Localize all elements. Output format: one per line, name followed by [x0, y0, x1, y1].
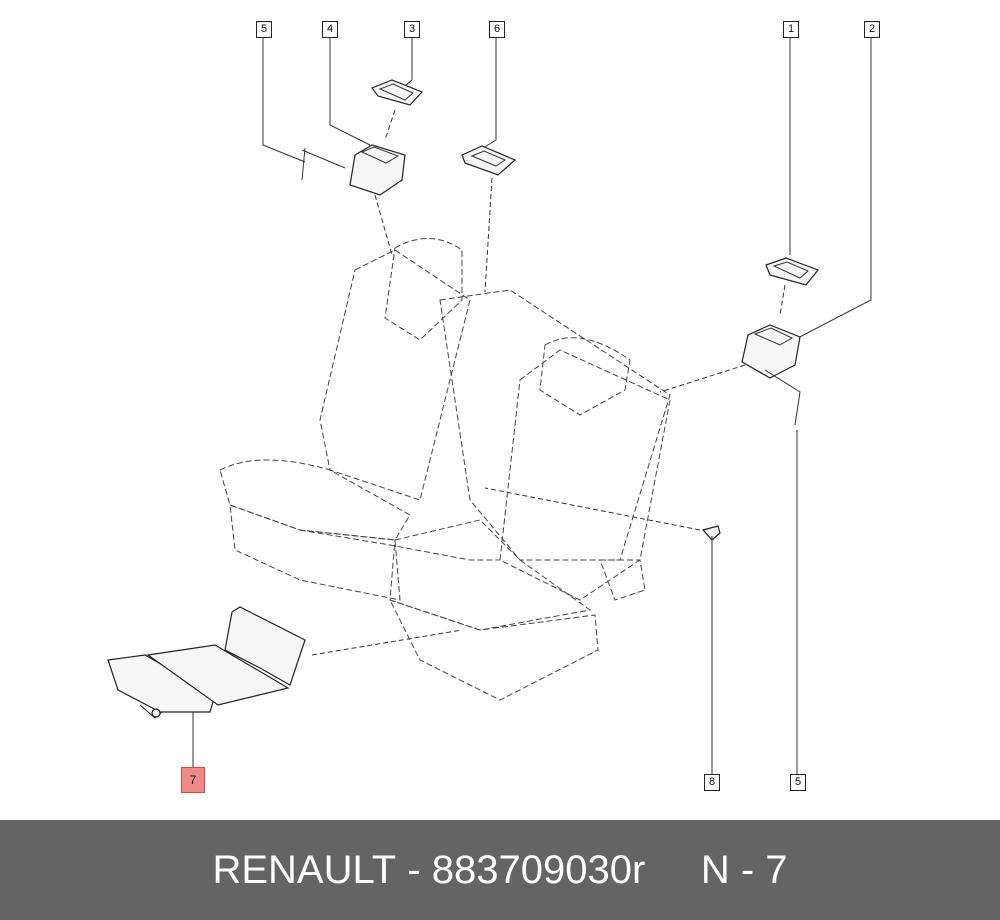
- separator: -: [396, 847, 432, 892]
- callout-8: 8: [704, 774, 720, 791]
- leader-line-6: [479, 37, 497, 151]
- part-7-panel: [107, 606, 306, 719]
- callout-4: 4: [322, 21, 338, 38]
- leader-line-5a: [262, 37, 306, 163]
- assembly-line: [374, 194, 393, 256]
- callout-5-lower: 5: [790, 774, 806, 791]
- assembly-line: [484, 177, 493, 293]
- assembly-line: [484, 487, 701, 531]
- part-2-housing: [741, 324, 801, 379]
- part-3-bezel: [371, 79, 424, 106]
- leader-line-4: [329, 37, 371, 146]
- assembly-line: [779, 284, 786, 316]
- callout-2: 2: [864, 21, 880, 38]
- part-8-clip: [701, 525, 721, 545]
- callout-7-highlighted[interactable]: 7: [181, 767, 205, 793]
- assembly-line: [659, 364, 746, 393]
- assembly-line: [384, 109, 396, 141]
- part-1-bezel: [765, 257, 819, 286]
- part-5-rod-upper: [301, 147, 346, 181]
- callout-3: 3: [404, 21, 420, 38]
- callout-1: 1: [783, 21, 799, 38]
- part-6-bezel: [461, 145, 517, 176]
- parts-diagram: 5 4 3 6 1 2 7 8 5: [107, 21, 880, 793]
- leader-line-2: [789, 37, 872, 343]
- position-label: N - 7: [700, 847, 788, 892]
- part-info-footer: RENAULT - 883709030r N - 7: [0, 820, 1000, 920]
- seat-exploded-view: [107, 37, 872, 775]
- spacer: [645, 848, 701, 893]
- assembly-line: [311, 629, 463, 656]
- part-4-housing: [349, 144, 406, 196]
- callout-6: 6: [489, 21, 505, 38]
- brand-name: RENAULT: [212, 847, 397, 892]
- callout-5-upper: 5: [256, 21, 272, 38]
- part-5-rod-lower: [764, 369, 801, 426]
- rear-seat-outline: [219, 238, 671, 701]
- part-number: 883709030r: [431, 847, 646, 892]
